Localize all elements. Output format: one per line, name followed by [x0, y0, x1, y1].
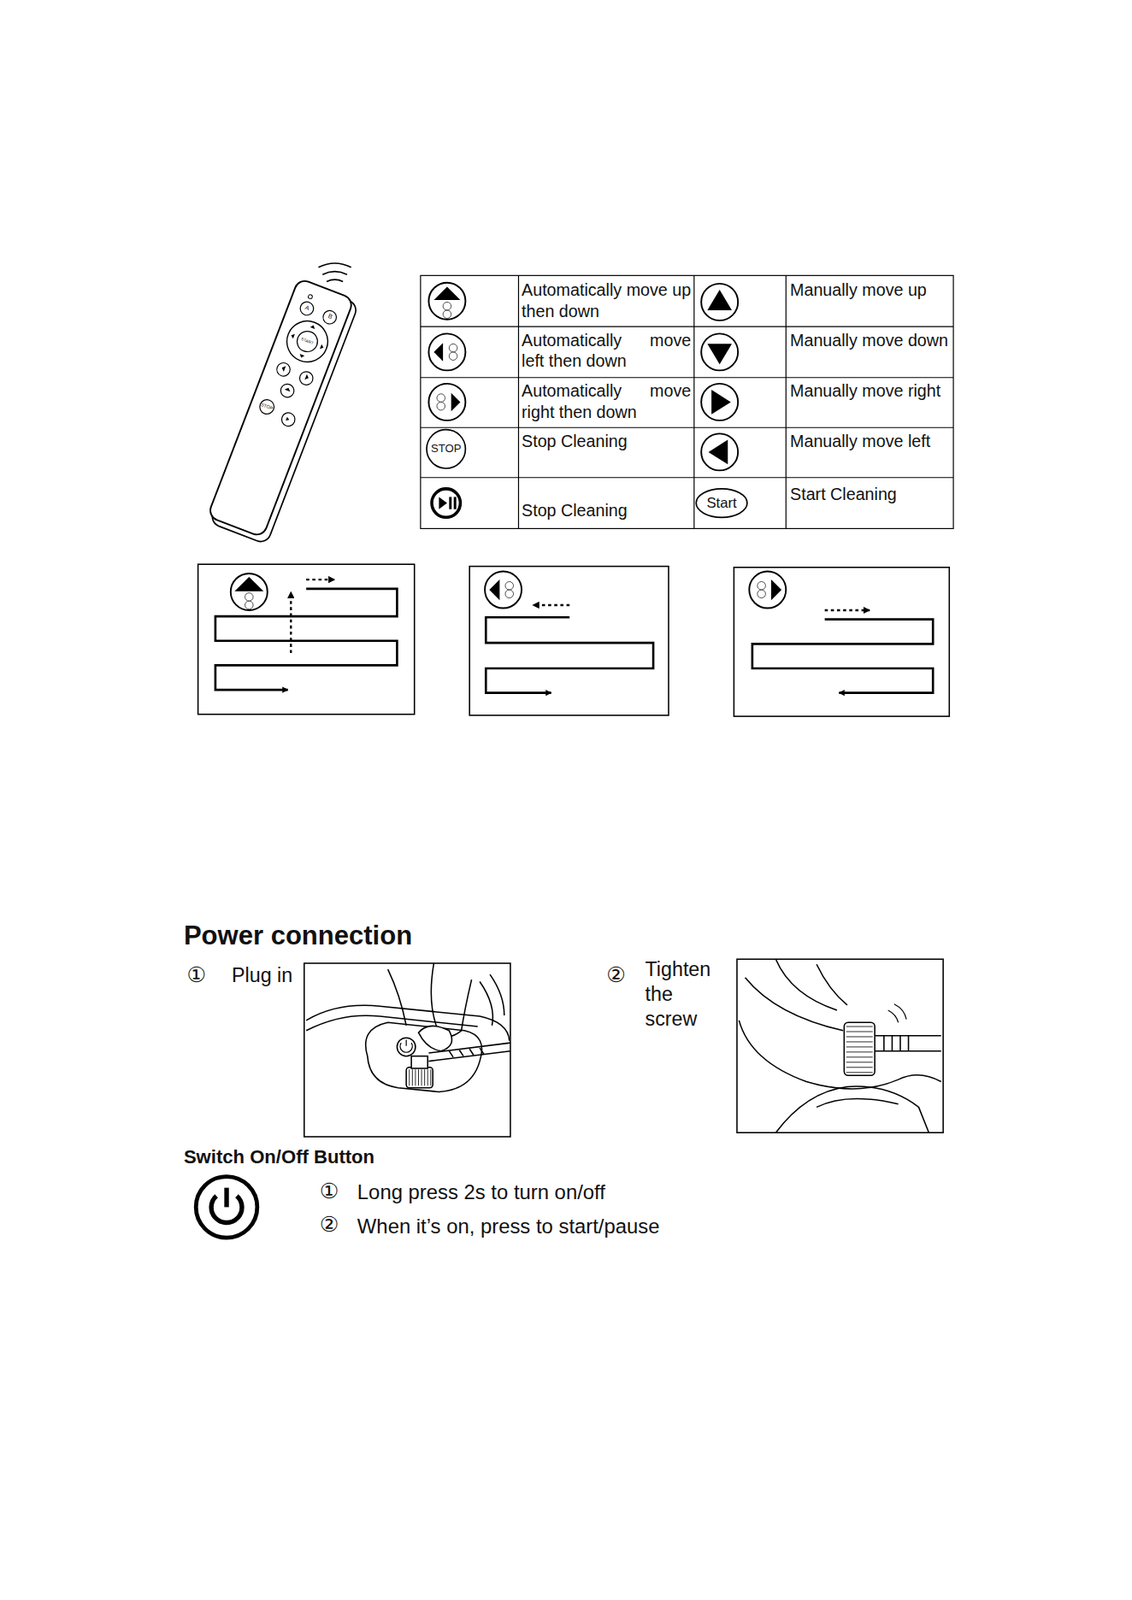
table-cell: Stop Cleaning	[521, 500, 691, 522]
section-heading: Switch On/Off Button	[183, 1145, 375, 1170]
table-cell: Automatically move right then down	[521, 380, 691, 423]
table-cell: Manually move right	[790, 380, 950, 402]
path-diagram-right	[733, 567, 950, 717]
table-cell: Stop Cleaning	[521, 430, 691, 453]
remote-button-label: STOP	[259, 402, 273, 412]
table-cell: Manually move up	[790, 279, 950, 301]
step-number: ②	[319, 1211, 339, 1239]
table-cell: Manually move left	[790, 430, 950, 453]
step-number: ②	[606, 961, 625, 989]
step-number: ①	[186, 961, 206, 989]
step-number: ①	[319, 1178, 339, 1205]
table-cell: Manually move down	[790, 330, 950, 352]
power-button-icon	[195, 1177, 258, 1239]
button-icon-label: Start	[706, 495, 737, 511]
step-text: When it’s on, press to start/pause	[357, 1214, 661, 1240]
section-title: Power connection	[183, 919, 413, 954]
step-text: Long press 2s to turn on/off	[357, 1179, 606, 1206]
remote-button-label: B	[326, 313, 333, 321]
step-text: Plug in	[231, 963, 293, 989]
plug-in-picture	[304, 963, 511, 1138]
tighten-screw-picture	[736, 959, 944, 1133]
path-diagram-left	[469, 566, 669, 716]
path-diagram-up	[198, 564, 415, 714]
remote-button-label: START	[300, 337, 315, 347]
remote-control	[205, 263, 360, 545]
button-icon-label: STOP	[430, 443, 462, 455]
step-text: Tighten the screw	[645, 957, 728, 1032]
table-cell: Automatically move left then down	[521, 330, 691, 372]
table-cell: Start Cleaning	[790, 483, 950, 506]
remote-button-label: A	[303, 305, 310, 313]
table-cell: Automatically move up then down	[521, 279, 691, 322]
button-table	[420, 275, 954, 529]
